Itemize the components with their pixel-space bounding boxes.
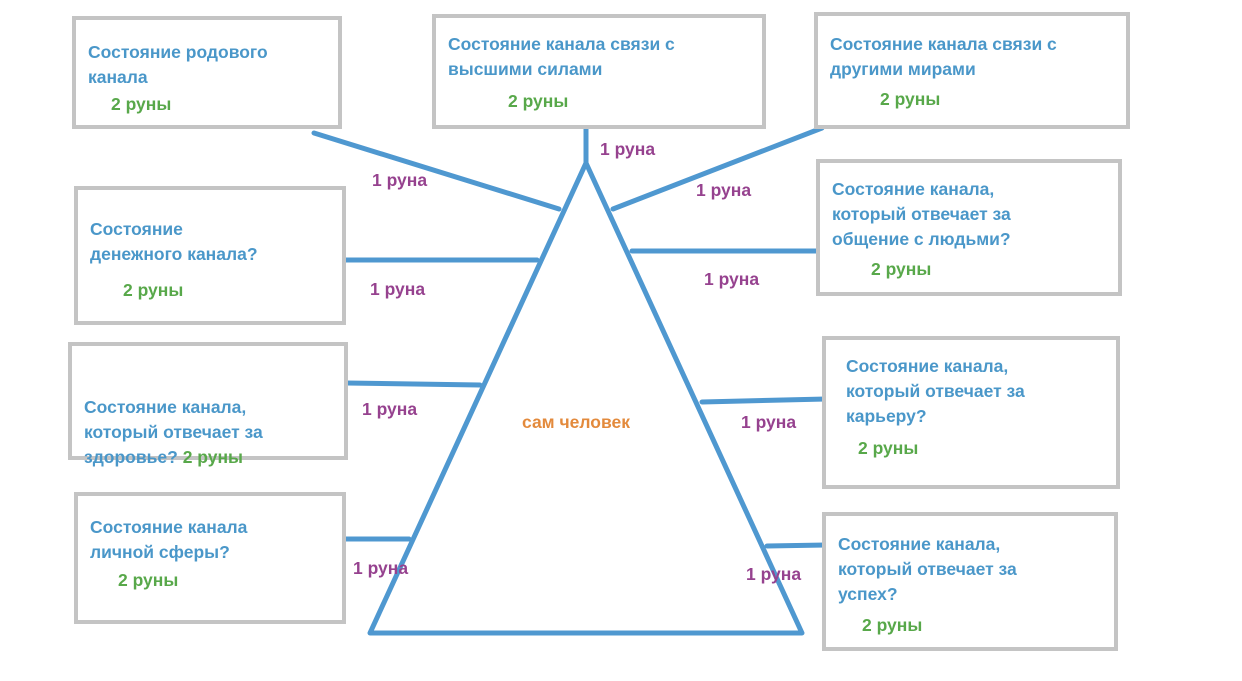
box-title: Состояние канала личной сферы? <box>90 517 248 562</box>
box-title: Состояние канала связи с другими мирами <box>830 34 1057 79</box>
connector-label-zdorovie: 1 руна <box>362 399 418 419</box>
line-zdorovie <box>343 380 483 388</box>
connector-label-dengi: 1 руна <box>370 279 426 299</box>
line-kariera <box>699 396 829 405</box>
box-title: Состояние канала связи с высшими силами <box>448 34 675 79</box>
connector-label-lichnaya: 1 руна <box>353 558 409 578</box>
box-runes: 2 руны <box>508 91 569 111</box>
box-title: Состояние денежного канала? <box>90 219 258 264</box>
connector-label-rod: 1 руна <box>372 170 428 190</box>
connector-label-obshchenie: 1 руна <box>704 269 760 289</box>
box-runes: 2 руны <box>118 570 179 590</box>
box-title: Состояние канала, который отвечает за зд… <box>84 370 336 470</box>
connector-label-miry: 1 руна <box>696 180 752 200</box>
box-kariera: Состояние канала, который отвечает за ка… <box>822 336 1120 489</box>
box-drugie-miry: Состояние канала связи с другими мирами … <box>814 12 1130 129</box>
box-title: Состояние канала, который отвечает за ка… <box>846 356 1025 426</box>
box-runes: 2 руны <box>182 447 244 467</box>
connector-label-uspekh: 1 руна <box>746 564 802 584</box>
box-title: Состояние канала, который отвечает за об… <box>832 179 1011 249</box>
box-runes: 2 руны <box>871 259 932 279</box>
box-lichnaya-sfera: Состояние канала личной сферы? 2 руны <box>74 492 346 624</box>
line-miry <box>610 125 825 212</box>
box-runes: 2 руны <box>111 94 172 114</box>
box-title: Состояние канала, который отвечает за ус… <box>838 534 1017 604</box>
box-title-text: Состояние канала, который отвечает за зд… <box>84 397 263 467</box>
person-triangle <box>367 160 805 636</box>
box-vysshie-sily: Состояние канала связи с высшими силами … <box>432 14 766 129</box>
line-rod <box>311 130 562 212</box>
box-denezhny-kanal: Состояние денежного канала? 2 руны <box>74 186 346 325</box>
box-runes: 2 руны <box>880 89 941 109</box>
center-label: сам человек <box>522 412 630 432</box>
connector-label-top: 1 руна <box>600 139 656 159</box>
box-runes: 2 руны <box>862 615 923 635</box>
box-obshchenie: Состояние канала, который отвечает за об… <box>816 159 1122 296</box>
box-rodovoy-kanal: Состояние родового канала 2 руны <box>72 16 342 129</box>
connector-label-kariera: 1 руна <box>741 412 797 432</box>
box-zdorovie: Состояние канала, который отвечает за зд… <box>68 342 348 467</box>
box-uspekh: Состояние канала, который отвечает за ус… <box>822 512 1118 651</box>
box-title: Состояние родового канала <box>88 42 268 87</box>
line-uspekh <box>764 542 829 549</box>
box-runes: 2 руны <box>858 438 919 458</box>
box-runes: 2 руны <box>123 280 184 300</box>
